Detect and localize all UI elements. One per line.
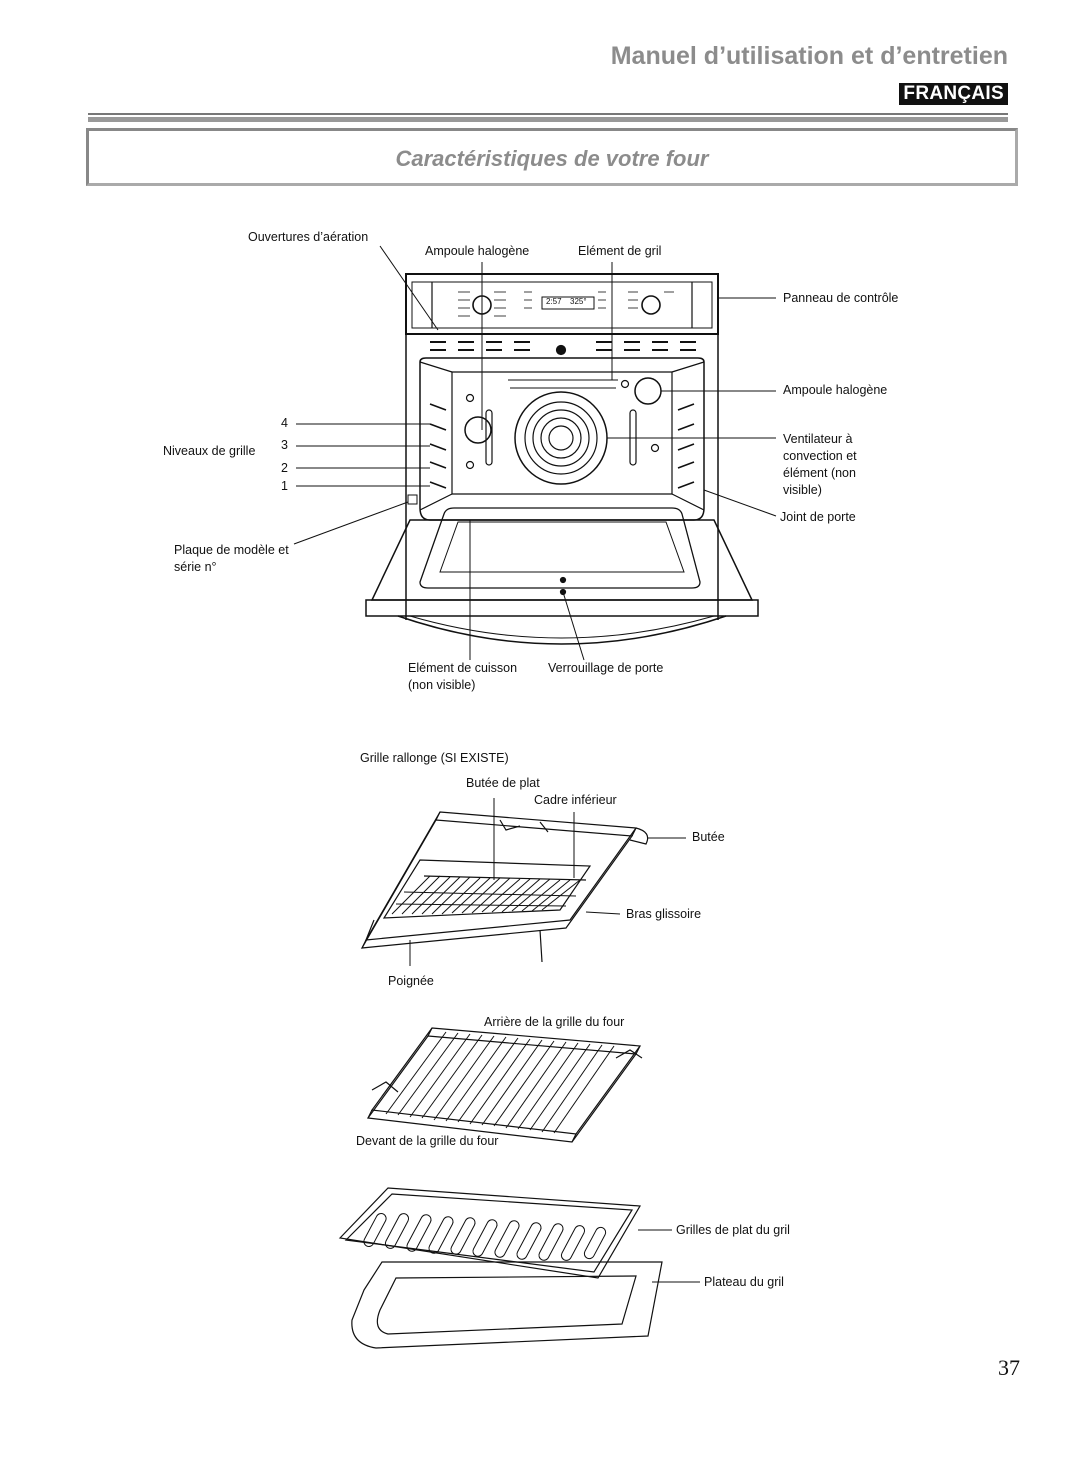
label-rack-levels: Niveaux de grille [163, 444, 256, 458]
label-pan-stop: Butée de plat [466, 776, 540, 790]
label-broiler-grid: Grilles de plat du gril [676, 1223, 790, 1237]
label-convection-fan: Ventilateur à convection et élément (non… [783, 432, 857, 497]
label-level-4: 4 [281, 416, 288, 430]
label-halogen-top: Ampoule halogène [425, 244, 530, 258]
label-door-gasket: Joint de porte [780, 510, 856, 524]
label-bake-element: Elément de cuisson (non visible) [408, 661, 518, 692]
label-level-1: 1 [281, 479, 288, 493]
label-control-panel: Panneau de contrôle [783, 291, 899, 305]
broiler-pan-drawing [338, 1187, 663, 1349]
oven-display-time: 2:57 [546, 297, 562, 306]
header-rule-thin [88, 113, 1008, 115]
extension-rack-drawing [360, 811, 649, 963]
label-extension-rack-title: Grille rallonge (SI EXISTE) [360, 751, 509, 765]
label-level-3: 3 [281, 438, 288, 452]
label-model-plate: Plaque de modèle et série n° [174, 543, 289, 574]
label-door-lock: Verrouillage de porte [548, 661, 664, 675]
section-title: Caractéristiques de votre four [395, 146, 709, 171]
section-title-box: Caractéristiques de votre four [86, 128, 1018, 186]
oven-display-temperature: 325° [570, 297, 587, 306]
label-level-2: 2 [281, 461, 288, 475]
label-handle: Poignée [388, 974, 434, 988]
manual-title: Manuel d’utilisation et d’entretien [610, 42, 1008, 70]
oven-drawing [365, 273, 759, 645]
broiler-leader-lines [638, 1229, 700, 1283]
label-lower-frame: Cadre inférieur [534, 793, 617, 807]
label-rack-front: Devant de la grille du four [356, 1134, 499, 1148]
header-rule-thick [88, 117, 1008, 122]
extension-rack-leader-lines [409, 798, 686, 966]
label-halogen-right: Ampoule halogène [783, 383, 888, 397]
label-vents: Ouvertures d’aération [248, 230, 369, 244]
label-broil-element: Elément de gril [578, 244, 662, 258]
language-badge: FRANÇAIS [899, 83, 1008, 105]
label-rack-back: Arrière de la grille du four [484, 1015, 625, 1029]
oven-rack-drawing [366, 1027, 643, 1143]
label-slide-arm: Bras glissoire [626, 907, 702, 921]
oven-leader-lines [293, 245, 777, 661]
label-stop: Butée [692, 830, 725, 844]
page-number: 37 [998, 1355, 1020, 1380]
label-broiler-pan: Plateau du gril [704, 1275, 784, 1289]
